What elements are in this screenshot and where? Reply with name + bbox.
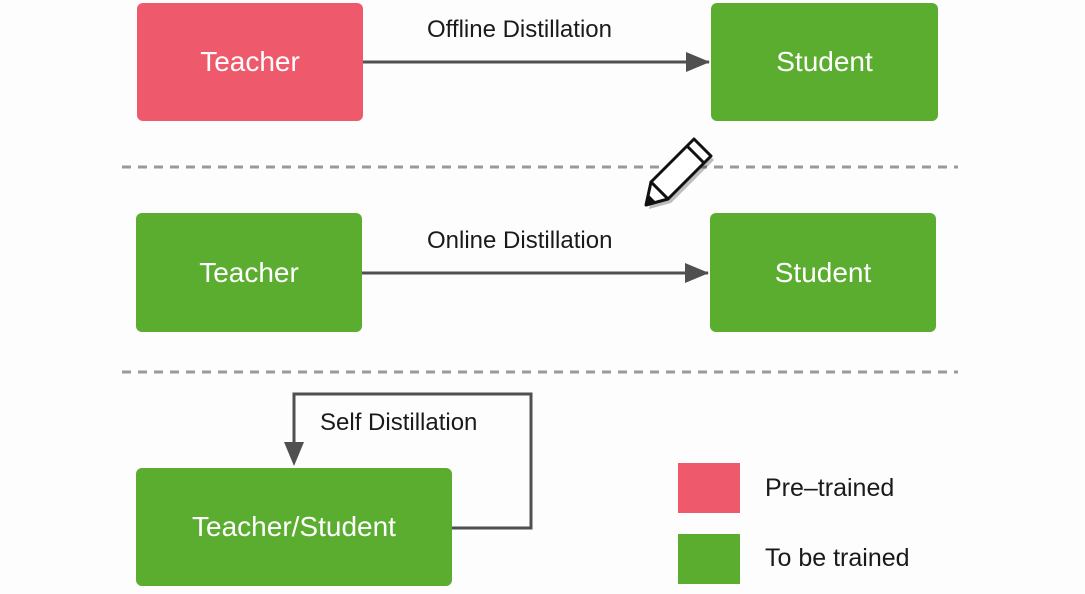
self-distillation-label: Self Distillation — [320, 409, 478, 436]
offline-student-node: Student — [711, 3, 938, 121]
pencil-icon — [644, 137, 714, 209]
online-distillation-label: Online Distillation — [427, 227, 613, 254]
online-teacher-label: Teacher — [199, 256, 299, 288]
offline-distillation-label: Offline Distillation — [427, 16, 612, 43]
online-student-node: Student — [710, 213, 936, 332]
online-teacher-node: Teacher — [136, 213, 362, 332]
offline-arrowhead — [686, 52, 710, 72]
self-loop-arrow — [292, 392, 533, 530]
online-arrowhead — [685, 263, 709, 283]
offline-teacher-label: Teacher — [200, 46, 300, 77]
legend-to-be-trained-swatch — [678, 534, 740, 584]
legend-pretrained-label: Pre–trained — [765, 474, 895, 502]
offline-student-label: Student — [776, 46, 873, 77]
self-loop-arrowhead — [284, 442, 304, 466]
online-student-label: Student — [774, 256, 872, 288]
self-teacher-student-node: Teacher/Student — [136, 468, 452, 586]
self-teacher-student-label: Teacher/Student — [192, 511, 396, 542]
offline-teacher-node: Teacher — [137, 3, 363, 121]
legend-to-be-trained-label: To be trained — [765, 544, 910, 572]
legend-pretrained-swatch — [678, 463, 740, 513]
